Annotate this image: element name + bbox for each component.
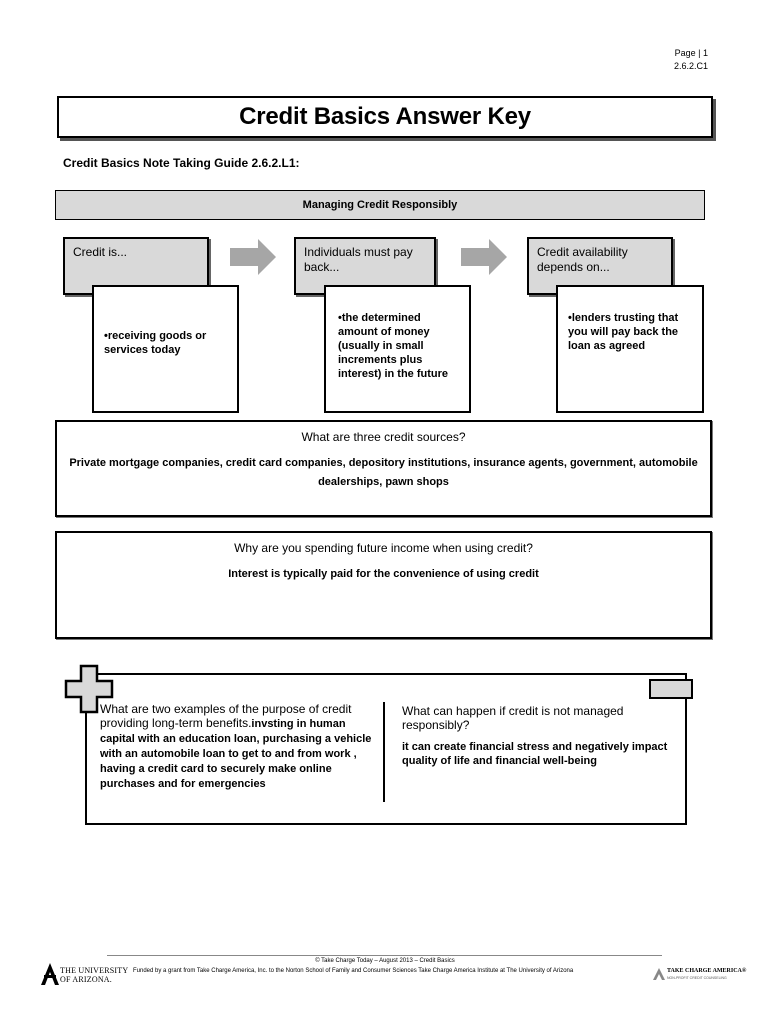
footer-copyright: © Take Charge Today – August 2013 – Cred… [315, 958, 455, 964]
credit-sources-box: What are three credit sources? Private m… [55, 420, 712, 517]
scroll-frame [85, 673, 693, 825]
footer-funding-note: Funded by a grant from Take Charge Ameri… [133, 968, 574, 974]
flow-answer-box-3: •lenders trusting that you will pay back… [556, 285, 704, 413]
plus-icon [64, 664, 114, 714]
mismanaged-credit-block: What can happen if credit is not managed… [402, 704, 682, 768]
tca-logo-text: TAKE CHARGE AMERICA® [667, 968, 747, 974]
mismanaged-credit-answer: it can create financial stress and negat… [402, 741, 668, 767]
ua-logo-icon [41, 963, 59, 985]
flow-answer-1: •receiving goods or services today [104, 330, 207, 356]
section-bar: Managing Credit Responsibly [55, 190, 705, 220]
tca-tagline: NON-PROFIT CREDIT COUNSELING [667, 976, 727, 980]
column-divider [383, 702, 385, 802]
future-income-answer: Interest is typically paid for the conve… [228, 568, 539, 580]
credit-sources-answer: Private mortgage companies, credit card … [69, 457, 698, 488]
long-term-benefits-block: What are two examples of the purpose of … [100, 702, 380, 791]
future-income-box: Why are you spending future income when … [55, 531, 712, 639]
flow-answer-2: •the determined amount of money (usually… [338, 312, 449, 380]
long-term-benefits-answer: invsting in human capital with an educat… [100, 718, 372, 790]
future-income-question: Why are you spending future income when … [234, 541, 533, 555]
flow-heading-2: Individuals must pay back... [304, 245, 413, 274]
right-arrow-icon [461, 239, 507, 275]
footer-rule [107, 955, 662, 956]
ua-line-1: THE UNIVERSITY [60, 966, 129, 975]
ua-logo-text: THE UNIVERSITY OF ARIZONA. [60, 966, 128, 984]
flow-heading-3: Credit availability depends on... [537, 245, 628, 274]
section-title: Managing Credit Responsibly [302, 199, 458, 211]
flow-heading-1: Credit is... [73, 245, 128, 259]
doc-code: 2.6.2.C1 [673, 61, 708, 71]
credit-sources-question: What are three credit sources? [301, 430, 466, 444]
flow-answer-3: •lenders trusting that you will pay back… [568, 312, 679, 352]
ua-line-2: OF ARIZONA. [60, 975, 112, 984]
mismanaged-credit-question: What can happen if credit is not managed… [402, 704, 624, 732]
subtitle: Credit Basics Note Taking Guide 2.6.2.L1… [63, 156, 300, 170]
page-title: Credit Basics Answer Key [239, 103, 531, 130]
long-term-benefits-question: What are two examples of the purpose of … [100, 702, 352, 730]
flow-answer-box-1: •receiving goods or services today [92, 285, 239, 413]
tca-logo-icon [653, 968, 665, 980]
page-label: Page | 1 [674, 48, 708, 58]
page-number: Page | 1 2.6.2.C1 [674, 47, 708, 73]
title-box: Credit Basics Answer Key [57, 96, 713, 138]
right-arrow-icon [230, 239, 276, 275]
flow-answer-box-2: •the determined amount of money (usually… [324, 285, 471, 413]
